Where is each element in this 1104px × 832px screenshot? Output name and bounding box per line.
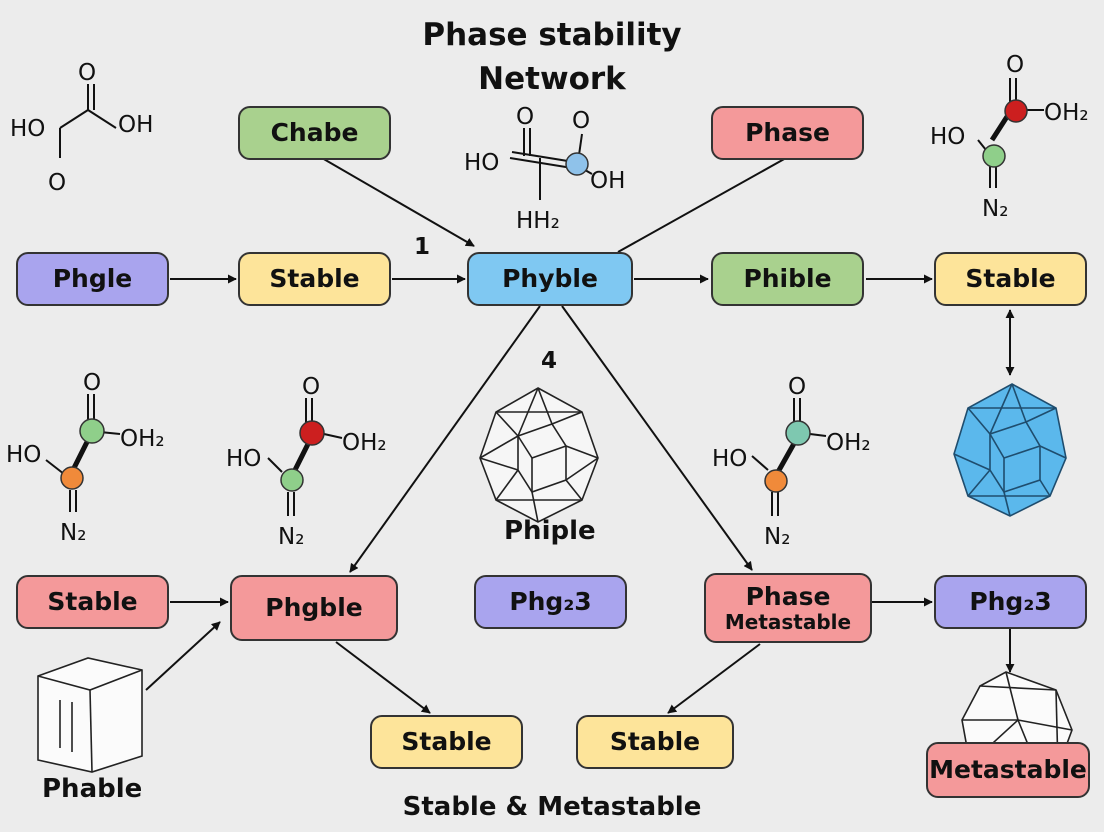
mol-oh2: OH₂ (1044, 100, 1089, 126)
mol-o: O (788, 374, 806, 400)
mol-o: O (302, 374, 320, 400)
footer-caption: Stable & Metastable (402, 792, 702, 822)
label-phable: Phable (42, 774, 143, 804)
mol-o: O (516, 104, 534, 130)
diagram-title-line2: Network (478, 61, 626, 97)
node-stable-left: Stable (16, 575, 169, 629)
molecule-top-left (59, 84, 117, 158)
molecule-mid-left (45, 394, 121, 512)
node-phgble: Phgble (230, 575, 398, 641)
arrow-phase-meta-stable (667, 643, 761, 714)
node-phase-metastable-line2: Metastable (724, 609, 852, 634)
atom-red (299, 420, 325, 446)
crystal-center (479, 387, 599, 523)
mol-ho: HO (464, 150, 499, 176)
mol-oh: OH (590, 168, 625, 194)
crystal-blue (953, 383, 1067, 517)
mol-oh2: OH₂ (342, 430, 387, 456)
atom-orange (764, 469, 788, 493)
mol-hh2: HH₂ (516, 208, 560, 234)
mol-o: O (572, 108, 590, 134)
node-stable-bottom-left: Stable (370, 715, 523, 769)
node-phg23-right: Phg₂3 (934, 575, 1087, 629)
mol-o: O (83, 370, 101, 396)
node-metastable: Metastable (926, 742, 1090, 798)
node-phase-metastable-line1: Phase (745, 582, 831, 612)
arrow-phable-phgble (145, 621, 221, 691)
node-stable-bottom-right: Stable (576, 715, 734, 769)
mol-ho: HO (712, 446, 747, 472)
mol-oh2: OH₂ (826, 430, 871, 456)
arrow-phyble-phgble (349, 305, 541, 573)
arrow-phyble-phase-meta (561, 305, 753, 571)
atom-red (1004, 99, 1028, 123)
atom-green (79, 418, 105, 444)
mol-n2: N₂ (764, 524, 790, 550)
mol-n2: N₂ (60, 520, 86, 546)
arrow-chabe-phyble (321, 157, 475, 247)
mol-oh: OH (118, 112, 153, 138)
mol-ho: HO (930, 124, 965, 150)
atom-green (982, 144, 1006, 168)
atom-blue (565, 152, 589, 176)
node-stable-2: Stable (934, 252, 1087, 306)
crystal-prism (37, 657, 143, 773)
mol-oh2: OH₂ (120, 426, 165, 452)
line-phase-phyble (617, 157, 787, 253)
mol-n2: N₂ (278, 524, 304, 550)
mol-o: O (1006, 52, 1024, 78)
label-number-1: 1 (414, 234, 431, 260)
node-phible: Phible (711, 252, 864, 306)
atom-orange (60, 466, 84, 490)
atom-green (280, 468, 304, 492)
node-phyble: Phyble (467, 252, 633, 306)
label-phiple: Phiple (504, 516, 596, 546)
node-phase-metastable: Phase Metastable (704, 573, 872, 643)
node-phase-top: Phase (711, 106, 864, 160)
mol-n2: N₂ (982, 196, 1008, 222)
node-phggle: Phgle (16, 252, 169, 306)
molecule-mid-right (751, 398, 827, 516)
node-chabe: Chabe (238, 106, 391, 160)
node-stable-1: Stable (238, 252, 391, 306)
mol-ho: HO (6, 442, 41, 468)
mol-o: O (78, 60, 96, 86)
mol-ho: HO (226, 446, 261, 472)
arrow-phgble-stable (335, 641, 431, 714)
diagram-title-line1: Phase stability (422, 17, 682, 53)
atom-teal (785, 420, 811, 446)
label-number-4: 4 (541, 348, 558, 374)
mol-o: O (48, 170, 66, 196)
molecule-mid-second (267, 398, 343, 516)
node-phg23-center: Phg₂3 (474, 575, 627, 629)
mol-ho: HO (10, 116, 45, 142)
